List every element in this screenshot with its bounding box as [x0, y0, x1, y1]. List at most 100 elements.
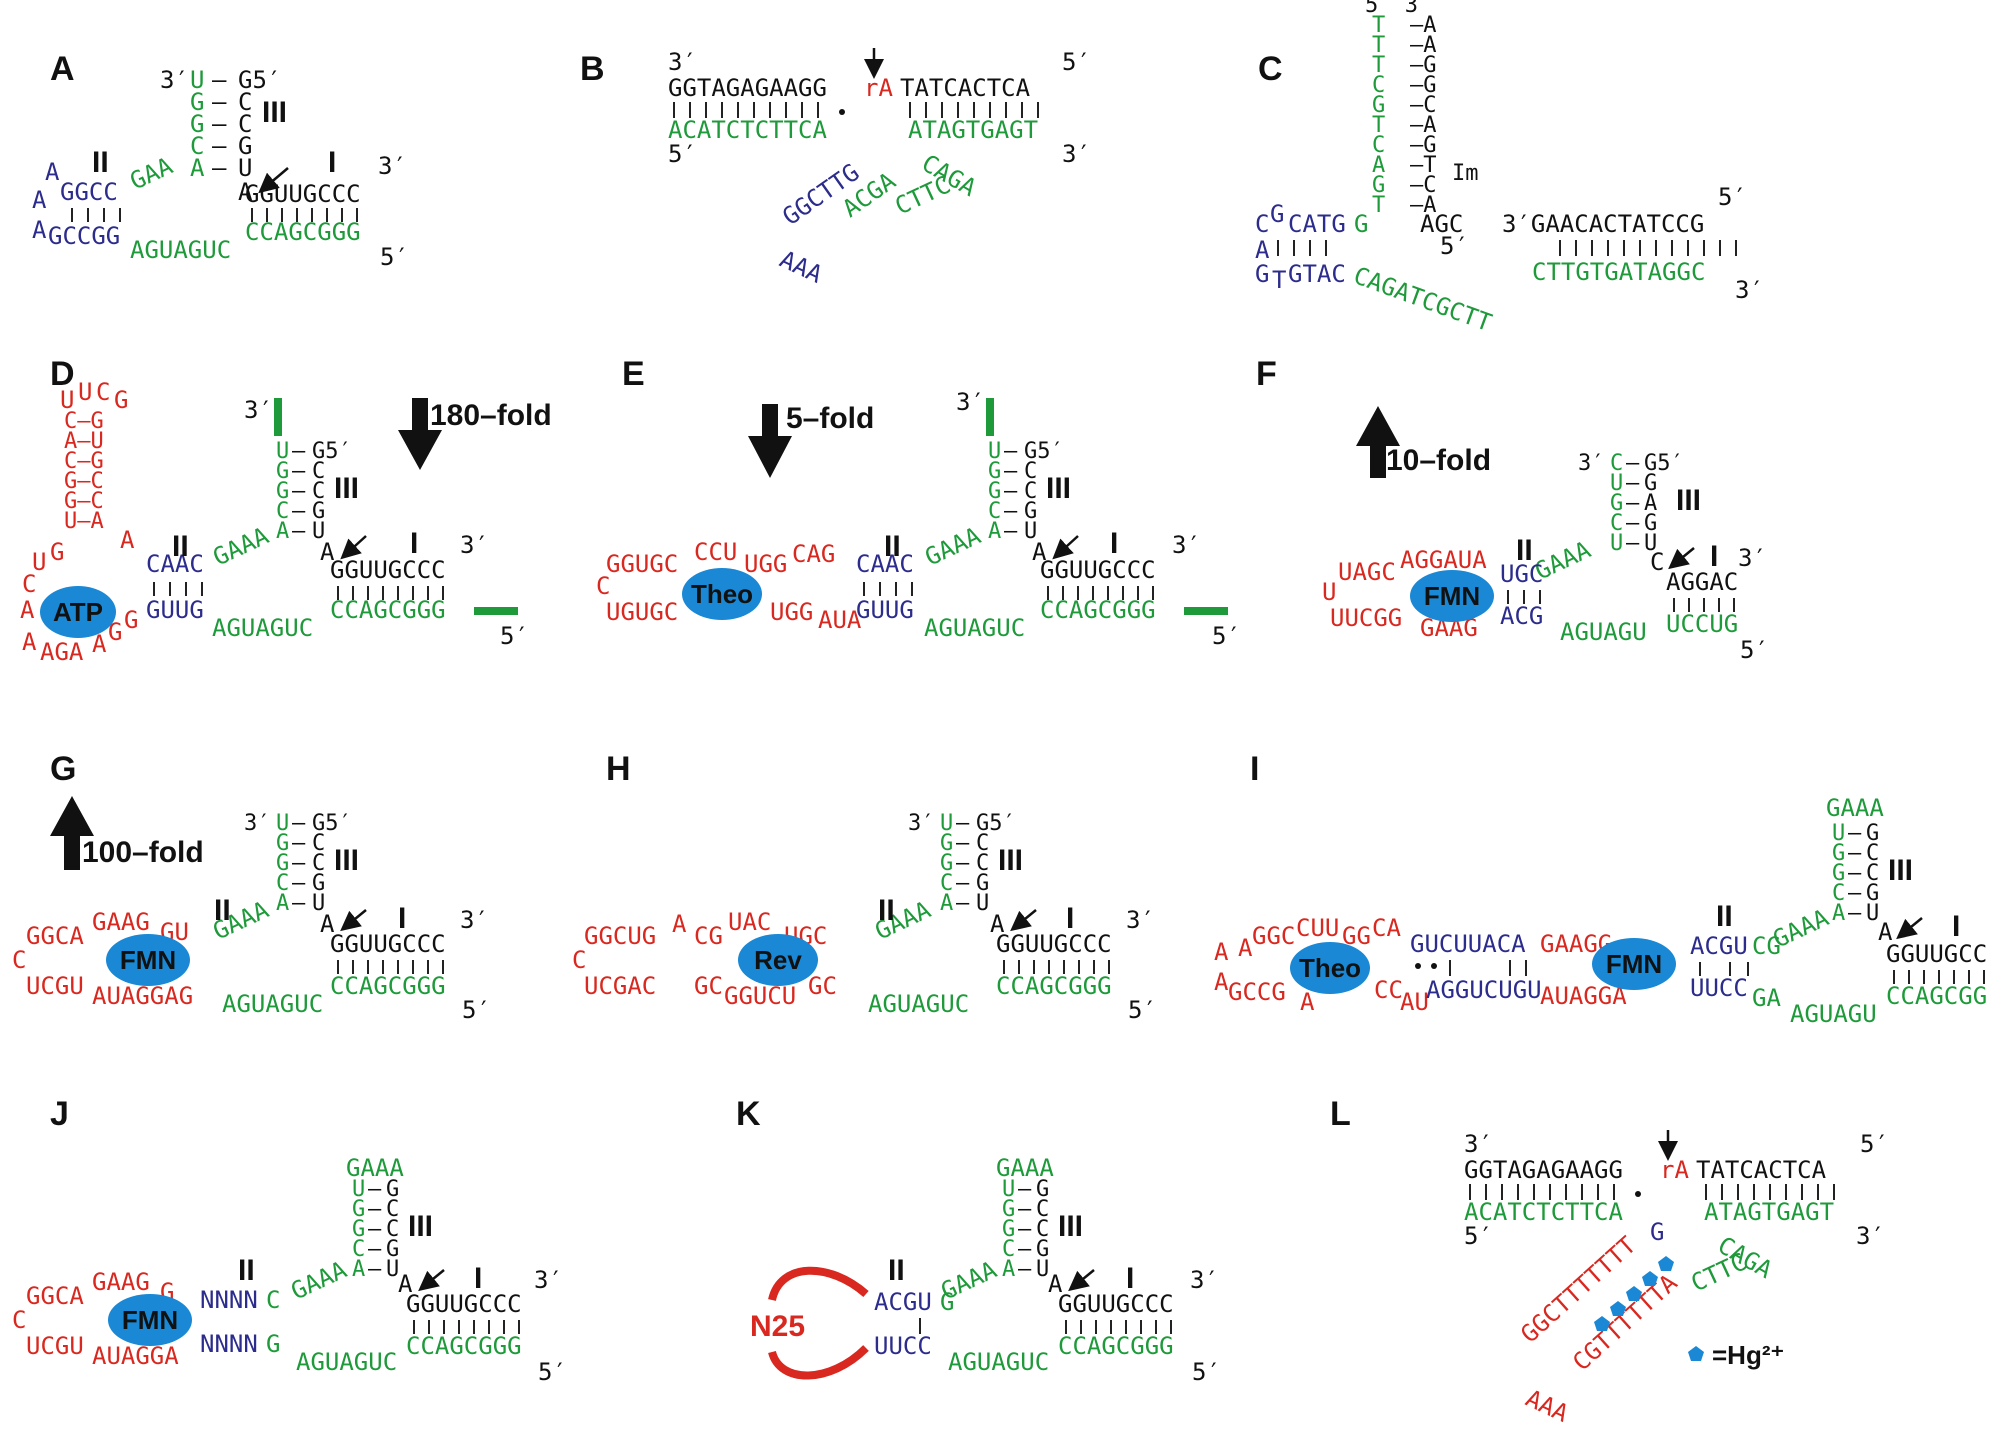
svg-text:G: G — [352, 1217, 365, 1242]
svg-text:–: – — [956, 871, 970, 896]
svg-text:C: C — [1255, 210, 1269, 238]
svg-text:G: G — [276, 851, 289, 876]
svg-text:–: – — [368, 1257, 382, 1282]
svg-text:–C: –C — [1410, 93, 1437, 118]
svg-text:3′: 3′ — [244, 811, 271, 836]
svg-text:U: U — [1610, 471, 1623, 496]
svg-text:C: C — [238, 88, 252, 116]
svg-text:A: A — [1214, 968, 1229, 996]
svg-text:–: – — [292, 811, 306, 836]
panel-h: H 3′ U–G5′ G–C G–C C–G A–U III GAAA A I … — [572, 750, 1157, 1024]
svg-text:ATAGTGAGT: ATAGTGAGT — [1704, 1198, 1834, 1226]
svg-text:3′: 3′ — [1735, 276, 1764, 304]
svg-text:GGUUGCCC: GGUUGCCC — [406, 1290, 522, 1318]
hg-legend-icon — [1688, 1346, 1704, 1361]
theophylline-ligand — [682, 568, 762, 620]
svg-text:5′: 5′ — [668, 140, 697, 168]
svg-text:GGUUGCCC: GGUUGCCC — [1058, 1290, 1174, 1318]
svg-text:GGCA: GGCA — [26, 922, 84, 950]
panel-l-label: L — [1330, 1095, 1351, 1133]
svg-text:III: III — [1888, 854, 1913, 887]
svg-text:5′: 5′ — [1718, 183, 1747, 211]
svg-text:G5′: G5′ — [976, 811, 1016, 836]
svg-text:UUCC: UUCC — [1690, 974, 1748, 1002]
svg-text:GAA: GAA — [126, 152, 178, 196]
svg-text:–: – — [1004, 439, 1018, 464]
svg-text:A: A — [1214, 938, 1229, 966]
svg-text:C: C — [276, 499, 289, 524]
svg-text:GC: GC — [694, 972, 723, 1000]
svg-text:3′GAACACTATCCG: 3′GAACACTATCCG — [1502, 210, 1704, 238]
svg-text:–: – — [212, 154, 227, 182]
svg-text:G: G — [1002, 1217, 1015, 1242]
svg-text:II: II — [214, 894, 231, 927]
svg-text:U: U — [1024, 519, 1037, 544]
svg-text:G5′: G5′ — [238, 66, 281, 94]
svg-text:–G: –G — [1410, 133, 1437, 158]
svg-text:–: – — [1018, 1197, 1032, 1222]
svg-text:C: C — [1610, 451, 1623, 476]
svg-text:3′: 3′ — [668, 48, 697, 76]
svg-text:UCCUG: UCCUG — [1666, 610, 1738, 638]
svg-text:AGGAUA: AGGAUA — [1400, 546, 1487, 574]
svg-text:A: A — [22, 628, 37, 656]
svg-text:3′: 3′ — [1126, 906, 1155, 934]
svg-text:III: III — [1676, 484, 1701, 517]
fmn-ligand — [1592, 938, 1676, 990]
svg-text:A: A — [1832, 901, 1845, 926]
svg-text:C–G: C–G — [64, 409, 104, 434]
svg-text:U: U — [60, 386, 74, 414]
svg-text:G: G — [190, 88, 204, 116]
svg-text:G: G — [124, 606, 138, 634]
svg-text:5′: 5′ — [1128, 996, 1157, 1024]
svg-text:AGUAGUC: AGUAGUC — [924, 614, 1025, 642]
svg-text:III: III — [334, 844, 359, 877]
svg-text:–: – — [292, 519, 306, 544]
svg-text:G: G — [1255, 260, 1269, 288]
svg-text:C: C — [976, 851, 989, 876]
svg-text:Rev: Rev — [754, 945, 802, 975]
svg-text:G: G — [976, 871, 989, 896]
svg-text:T: T — [1372, 193, 1385, 218]
svg-text:10–fold: 10–fold — [1386, 444, 1491, 477]
atp-ligand — [40, 586, 116, 638]
svg-text:C: C — [1650, 548, 1664, 576]
svg-text:CTTC: CTTC — [891, 171, 955, 221]
stem-ii-label: II — [92, 146, 109, 179]
panel-j-label: J — [50, 1095, 69, 1133]
svg-text:GAAA: GAAA — [1826, 794, 1884, 822]
svg-text:CCAGCGGG: CCAGCGGG — [330, 972, 446, 1000]
panel-i: I GAAA U–G G–C G–C C–G A–U III GAAA A I … — [1214, 750, 1987, 1028]
svg-text:G: G — [1832, 841, 1845, 866]
svg-text:A: A — [320, 538, 335, 566]
svg-text:C: C — [1024, 459, 1037, 484]
svg-text:5′: 5′ — [1860, 1130, 1889, 1158]
mercury-ions — [1594, 1256, 1674, 1331]
svg-text:C: C — [940, 871, 953, 896]
svg-text:5′: 5′ — [1464, 1222, 1493, 1250]
svg-text:AGGUCUGU: AGGUCUGU — [1426, 976, 1542, 1004]
svg-text:C: C — [1036, 1217, 1049, 1242]
svg-text:A: A — [990, 910, 1005, 938]
svg-text:G5′: G5′ — [312, 439, 352, 464]
svg-text:FMN: FMN — [1424, 581, 1480, 611]
svg-text:C: C — [312, 459, 325, 484]
svg-text:FMN: FMN — [122, 1305, 178, 1335]
svg-text:U: U — [190, 66, 204, 94]
svg-text:U: U — [32, 548, 46, 576]
svg-text:–: – — [368, 1177, 382, 1202]
svg-text:G–C: G–C — [64, 469, 104, 494]
rev-ligand — [738, 934, 818, 986]
svg-text:–A: –A — [1410, 33, 1437, 58]
svg-text:I: I — [410, 527, 418, 560]
svg-text:U: U — [1036, 1257, 1049, 1282]
panel-d-label: D — [50, 355, 75, 393]
svg-text:G: G — [1036, 1177, 1049, 1202]
svg-text:–: – — [1848, 901, 1862, 926]
svg-text:TATCACTCA: TATCACTCA — [900, 74, 1031, 102]
svg-text:G: G — [1866, 881, 1879, 906]
svg-text:I: I — [1066, 902, 1074, 935]
svg-text:U: U — [1866, 901, 1879, 926]
svg-text:5′: 5′ — [380, 243, 409, 271]
svg-text:–: – — [292, 499, 306, 524]
